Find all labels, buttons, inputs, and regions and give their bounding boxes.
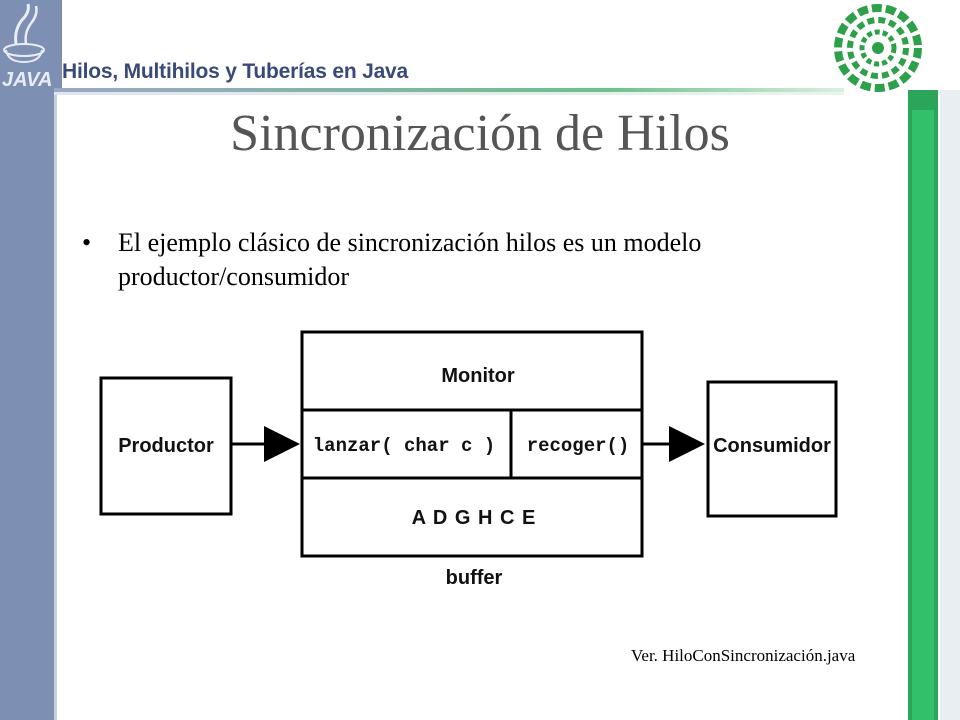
course-title: Hilos, Multihilos y Tuberías en Java [62,60,409,83]
slide-title-text: Sincronización de Hilos [230,105,730,162]
java-logo-text: JAVA [2,69,52,91]
producer-consumer-diagram: Productor Monitor lanzar( char c ) recog… [99,330,838,589]
monitor-node: Monitor lanzar( char c ) recoger() A D G… [300,330,644,558]
consumer-label: Consumidor [713,435,831,457]
header-rule-shadow [54,92,844,95]
producer-node: Productor [99,376,233,516]
left-sidebar-band [0,0,54,720]
buffer-label: buffer [446,567,503,589]
bullet-text: El ejemplo clásico de sincronización hil… [118,228,702,291]
method-lanzar: lanzar( char c ) [313,435,495,457]
header-rule [54,88,844,92]
bullet-dot-icon: • [82,228,92,257]
buffer-contents: A D G H C E [412,507,537,529]
method-recoger: recoger() [527,435,630,457]
consumer-node: Consumidor [706,380,838,518]
monitor-label: Monitor [441,365,515,387]
right-margin-band [940,90,960,720]
source-file-reference: Ver. HiloConSincronización.java [631,646,856,665]
right-green-band-inner [912,110,934,720]
producer-label: Productor [118,435,214,457]
institution-seal-icon [834,4,922,92]
slide-title: Sincronización de Hilos [0,104,960,163]
left-sidebar-edge [54,0,57,720]
java-logo-icon: JAVA [0,0,62,92]
